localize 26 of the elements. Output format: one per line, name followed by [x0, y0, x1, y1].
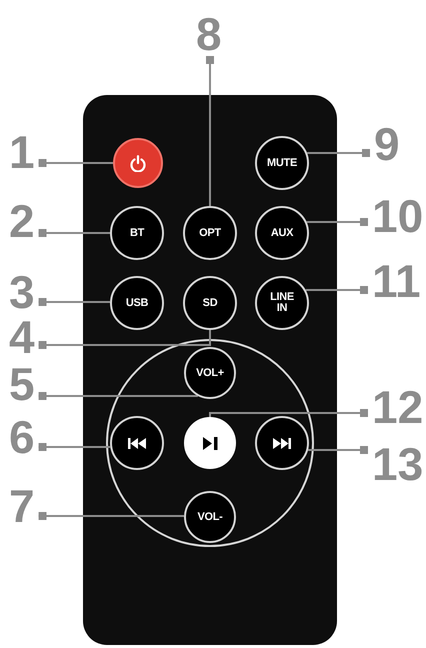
leader-line: [306, 286, 368, 294]
leader-line: [38, 392, 198, 400]
leader-line: [306, 218, 368, 226]
callout-number: 12: [372, 387, 424, 427]
leader-line: [38, 159, 113, 167]
leader-line: [38, 298, 110, 306]
callout-number: 10: [372, 196, 424, 236]
callout-number: 11: [372, 261, 421, 301]
callout-number: 1: [9, 132, 35, 172]
callout-number: 5: [9, 364, 35, 404]
callout-number: 3: [9, 272, 35, 312]
leader-line: [38, 512, 184, 520]
leader-line: [38, 443, 110, 451]
callout-number: 7: [9, 486, 35, 526]
callout-number: 2: [9, 201, 35, 241]
leader-line: [308, 446, 368, 454]
callout-number: 6: [9, 417, 35, 457]
leader-line: [38, 229, 110, 237]
leader-line: [38, 330, 211, 349]
callout-number: 9: [374, 124, 400, 164]
leader-line: [209, 409, 368, 417]
callout-number: 13: [372, 444, 424, 484]
leader-line: [206, 56, 214, 206]
callout-number: 8: [196, 14, 222, 54]
callout-number: 4: [9, 317, 35, 357]
leader-line: [307, 149, 370, 157]
